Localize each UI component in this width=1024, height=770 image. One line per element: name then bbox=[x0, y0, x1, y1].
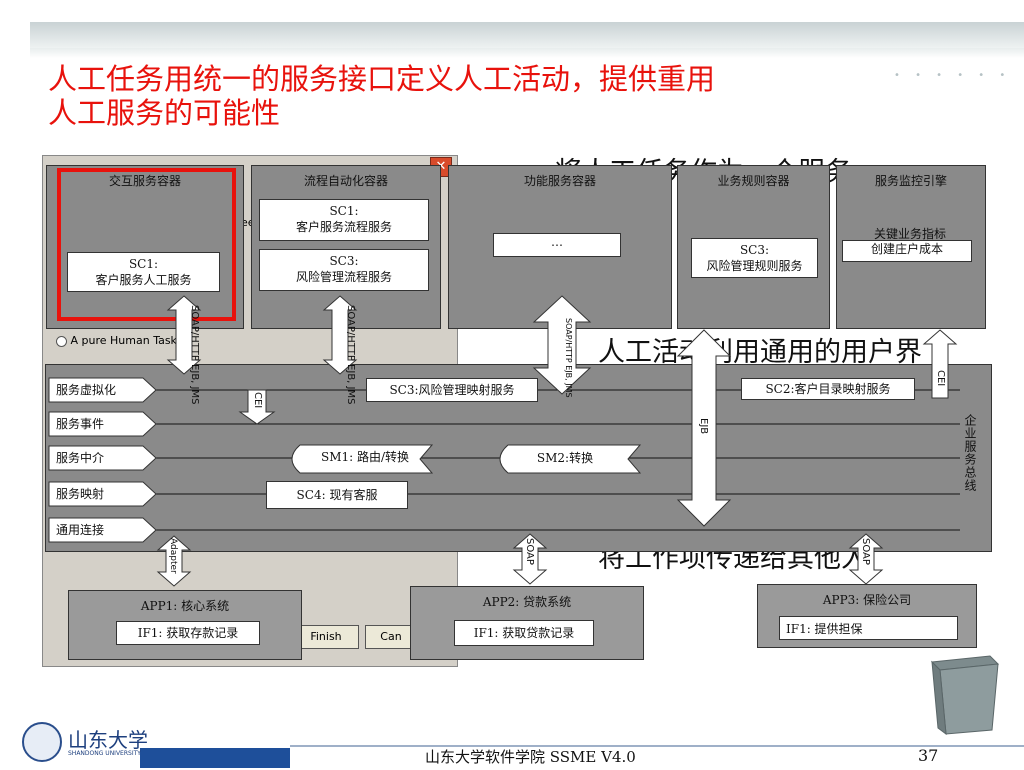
arrow-soap-http-2 bbox=[322, 295, 358, 375]
app3-interface: IF1: 提供担保 bbox=[779, 616, 958, 640]
arrow-adapter bbox=[156, 535, 192, 587]
sc3-rules-service: SC3: 风险管理规则服务 bbox=[691, 238, 818, 278]
university-logo-sub: SHANDONG UNIVERSITY bbox=[68, 750, 141, 757]
podium-icon bbox=[930, 655, 1000, 735]
lane-label-1: 服务虚拟化 bbox=[56, 383, 117, 397]
arrow-ejb bbox=[676, 329, 732, 527]
arrow-soap-http-1 bbox=[166, 295, 202, 375]
ejb-label: EJB bbox=[698, 418, 709, 435]
sm1-label: SM1: 路由/转换 bbox=[320, 450, 410, 464]
top-band-shadow bbox=[30, 48, 1024, 58]
arrow-soap-1 bbox=[512, 533, 548, 585]
sc1-process-service: SC1: 客户服务流程服务 bbox=[259, 199, 429, 241]
sc1-process-label: 客户服务流程服务 bbox=[295, 220, 392, 234]
lane-service-mediation: 服务中介 bbox=[48, 445, 158, 471]
cei-label-1: CEI bbox=[252, 392, 263, 409]
sc3-mapping-service: SC3:风险管理映射服务 bbox=[366, 378, 538, 402]
finish-button[interactable]: Finish bbox=[293, 625, 359, 649]
pure-human-task-radio[interactable]: A pure Human Task bbox=[56, 334, 177, 347]
lane-label-2: 服务事件 bbox=[56, 417, 105, 431]
function-container-title: 功能服务容器 bbox=[523, 174, 596, 188]
title-line-2: 人工服务的可能性 bbox=[48, 96, 281, 130]
esb-label: 企业服务总线 bbox=[963, 414, 977, 492]
arrow-cei-2 bbox=[922, 329, 958, 399]
sc3-process-label: 风险管理流程服务 bbox=[295, 270, 392, 284]
radio-label: A pure Human Task bbox=[70, 334, 177, 347]
cei-label-2: CEI bbox=[935, 370, 946, 387]
soap-label-1: SOAP bbox=[524, 538, 535, 565]
lane-service-virtualization: 服务虚拟化 bbox=[48, 377, 158, 403]
soap-http-label-3: SOAP/HTTP EJB, JMS bbox=[564, 318, 573, 398]
page-number: 37 bbox=[918, 746, 939, 765]
top-band bbox=[30, 22, 1024, 48]
radio-icon bbox=[56, 335, 67, 347]
sc3-rules-label: 风险管理规则服务 bbox=[706, 259, 803, 273]
kpi-label: 关键业务指标 bbox=[873, 227, 946, 241]
sc1-human-label: 客户服务人工服务 bbox=[95, 273, 192, 287]
app3-title: APP3: 保险公司 bbox=[822, 593, 912, 607]
behind-text-2: 人工活动利用通用的用户界 bbox=[598, 337, 922, 368]
soap-http-label-1: SOAP/HTTP EJB, JMS bbox=[189, 305, 200, 405]
sc1-process-id: SC1: bbox=[329, 204, 359, 218]
app1-title: APP1: 核心系统 bbox=[140, 599, 230, 613]
footer-text: 山东大学软件学院 SSME V4.0 bbox=[425, 748, 636, 766]
sc3-process-id: SC3: bbox=[329, 254, 359, 268]
sc1-human-id: SC1: bbox=[128, 257, 159, 271]
lane-shape-4 bbox=[48, 481, 157, 507]
lane-shape-3 bbox=[48, 445, 157, 471]
arrow-soap-http-3 bbox=[532, 295, 592, 395]
lane-common-connectivity: 通用连接 bbox=[48, 517, 158, 543]
soap-label-2: SOAP bbox=[860, 538, 871, 565]
lane-shape-5 bbox=[48, 517, 157, 543]
arrow-cei-1 bbox=[238, 389, 276, 425]
lane-service-events: 服务事件 bbox=[48, 411, 158, 437]
footer-panel bbox=[290, 745, 1024, 770]
sm2-shape bbox=[499, 444, 642, 474]
lane-shape-2 bbox=[48, 411, 157, 437]
slide-title: 人工任务用统一的服务接口定义人工活动，提供重用 人工服务的可能性 bbox=[48, 62, 848, 130]
lane-label-5: 通用连接 bbox=[56, 523, 105, 537]
lane-label-4: 服务映射 bbox=[56, 487, 105, 501]
title-line-1: 人工任务用统一的服务接口定义人工活动，提供重用 bbox=[48, 62, 716, 96]
app1-interface: IF1: 获取存款记录 bbox=[116, 621, 260, 645]
kpi-value-box: 创建庄户成本 bbox=[842, 240, 972, 262]
app2-interface: IF1: 获取贷款记录 bbox=[454, 620, 594, 646]
monitor-engine-title: 服务监控引擎 bbox=[874, 174, 947, 188]
sc4-existing-service: SC4: 现有客服 bbox=[266, 481, 408, 509]
soap-http-label-2: SOAP/HTTP EJB, JMS bbox=[345, 305, 356, 405]
sc3-rules-id: SC3: bbox=[739, 243, 770, 257]
interaction-container: 交互服务容器 bbox=[46, 165, 244, 329]
sm1-shape bbox=[291, 444, 434, 474]
adapter-label: Adapter bbox=[168, 538, 178, 574]
process-container-title: 流程自动化容器 bbox=[303, 174, 388, 188]
university-seal-icon bbox=[22, 722, 62, 762]
sc3-process-service: SC3: 风险管理流程服务 bbox=[259, 249, 429, 291]
university-logo-text: 山东大学 bbox=[68, 728, 148, 752]
selection-highlight bbox=[57, 168, 236, 321]
interaction-container-title: 交互服务容器 bbox=[108, 174, 181, 188]
sc2-mapping-service: SC2:客户目录映射服务 bbox=[741, 378, 915, 400]
app2-title: APP2: 贷款系统 bbox=[482, 595, 572, 609]
function-placeholder: … bbox=[493, 233, 621, 257]
rules-container-title: 业务规则容器 bbox=[717, 174, 790, 188]
lane-shape-1 bbox=[48, 377, 157, 403]
lane-service-mapping: 服务映射 bbox=[48, 481, 158, 507]
lane-label-3: 服务中介 bbox=[56, 451, 105, 465]
sm2-label: SM2:转换 bbox=[536, 451, 594, 465]
sc1-human-service: SC1: 客户服务人工服务 bbox=[67, 252, 220, 292]
decorative-dots: • • • • • • • • • • bbox=[894, 70, 1014, 81]
